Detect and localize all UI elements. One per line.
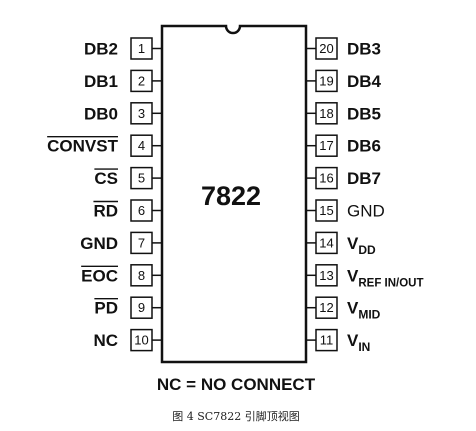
pin-number: 1	[138, 41, 145, 56]
pin-11: 11 VIN	[306, 328, 370, 354]
pin-8: 8 EOC	[81, 264, 162, 287]
pin-15: 15 GND	[306, 199, 385, 222]
pin-box	[315, 166, 338, 190]
pin-number: 8	[138, 268, 145, 283]
pin-label: DB5	[347, 104, 381, 123]
pin-number: 9	[138, 300, 145, 315]
pin-label: NC	[93, 331, 118, 350]
pin-number: 20	[319, 41, 333, 56]
pin-20: 20 DB3	[306, 37, 381, 60]
pin-4: 4 CONVST	[47, 134, 162, 157]
pin-label: GND	[347, 202, 385, 221]
pin-label: VMID	[347, 299, 381, 322]
pin-label: DB7	[347, 169, 381, 188]
pin-box	[315, 69, 338, 93]
pin-box	[315, 134, 338, 157]
left-pin-group: 1 DB2 2 DB1 3 DB0 4 CONVST 5 CS 6 RD 7 GND 8 EOC 9 PD 10 NC	[47, 37, 162, 352]
pin-number: 14	[319, 235, 333, 250]
chip-body	[160, 24, 308, 364]
pin-5: 5 CS	[94, 166, 162, 190]
pin-label: DB0	[84, 104, 118, 123]
pin-label: GND	[80, 234, 118, 253]
pin-box	[315, 37, 338, 60]
pin-10: 10 NC	[93, 328, 162, 352]
pin-18: 18 DB5	[306, 102, 381, 125]
pin-16: 16 DB7	[306, 166, 381, 190]
pin-box	[315, 199, 338, 222]
pin-number: 2	[138, 73, 145, 88]
pin-19: 19 DB4	[306, 69, 382, 93]
pin-number: 16	[319, 171, 333, 186]
pin-label: DB3	[347, 40, 381, 59]
pin-number: 13	[319, 268, 333, 283]
pin-2: 2 DB1	[84, 69, 162, 93]
pin-number: 12	[319, 300, 333, 315]
pin-label: EOC	[81, 266, 118, 285]
pin-label: DB6	[347, 137, 381, 156]
pin-label: DB4	[347, 72, 382, 91]
pin-label: RD	[93, 202, 118, 221]
part-number: 7822	[201, 181, 261, 211]
pin-label: VREF IN/OUT	[347, 266, 424, 289]
pin-number: 15	[319, 203, 333, 218]
pin-label: CS	[94, 169, 118, 188]
pin-6: 6 RD	[93, 199, 162, 222]
pin-label: VDD	[347, 234, 376, 257]
pin-box	[315, 328, 338, 352]
pin-number: 4	[138, 138, 145, 153]
pin-box	[315, 231, 338, 255]
pin-number: 10	[134, 333, 148, 348]
pin-7: 7 GND	[80, 231, 162, 255]
pin-number: 11	[320, 333, 334, 348]
pin-label: VIN	[347, 331, 370, 354]
pin-1: 1 DB2	[84, 37, 162, 60]
pin-3: 3 DB0	[84, 102, 162, 125]
pin-12: 12 VMID	[306, 296, 381, 322]
pin-14: 14 VDD	[306, 231, 376, 257]
pin-box	[315, 264, 338, 287]
pin-17: 17 DB6	[306, 134, 381, 157]
pin-label: PD	[94, 299, 118, 318]
pin-label: DB1	[84, 72, 118, 91]
pin-number: 19	[319, 73, 333, 88]
pin-box	[315, 296, 338, 319]
no-connect-note: NC = NO CONNECT	[157, 375, 316, 394]
pin-number: 18	[319, 106, 333, 121]
pin-box	[315, 102, 338, 125]
pin-number: 5	[138, 171, 145, 186]
pin-label: DB2	[84, 40, 118, 59]
pin-13: 13 VREF IN/OUT	[306, 264, 424, 289]
pin-number: 7	[138, 235, 145, 250]
pin-number: 17	[319, 138, 333, 153]
right-pin-group: 20 DB3 19 DB4 18 DB5 17 DB6 16 DB7 15 GND 14 VDD 13 VRE…	[306, 37, 424, 354]
pin-9: 9 PD	[94, 296, 162, 319]
pin-number: 3	[138, 106, 145, 121]
pin-label: CONVST	[47, 137, 118, 156]
figure-caption: 图 4 SC7822 引脚顶视图	[172, 409, 299, 423]
pin-number: 6	[138, 203, 145, 218]
